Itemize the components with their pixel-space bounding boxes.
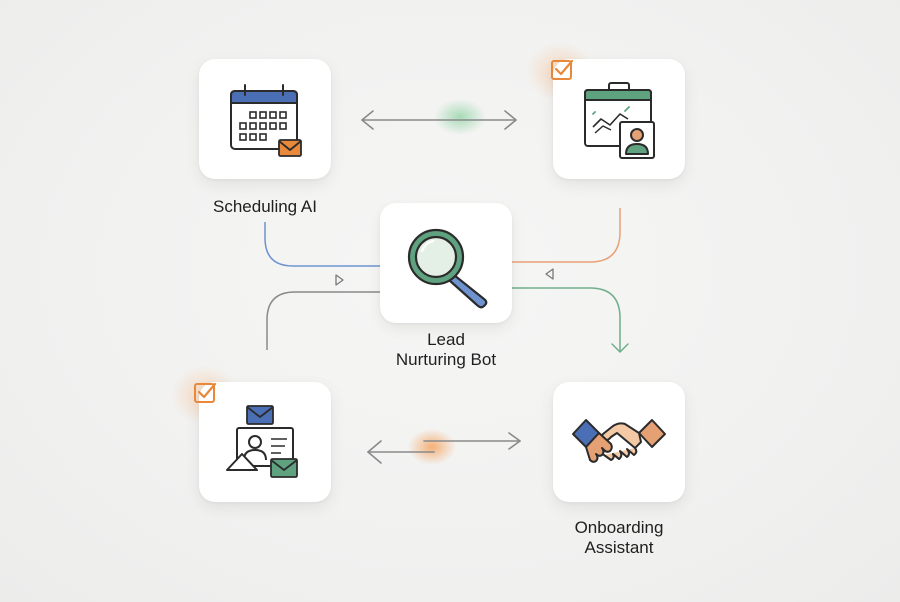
triangle-marker-right: [545, 268, 554, 280]
connector-bottomleft-to-lead: [266, 291, 380, 350]
scheduling-ai-card[interactable]: [199, 59, 331, 179]
user-card-icon: [619, 121, 655, 159]
arrowhead-down: [611, 343, 629, 353]
checkbox-check-icon: [194, 382, 217, 403]
check-badge-bottom: [193, 381, 217, 410]
onboarding-label-line2: Assistant: [584, 538, 654, 557]
checkbox-check-icon: [551, 59, 574, 80]
lead-nurturing-bot-card[interactable]: [380, 203, 512, 323]
envelope-top-icon: [246, 405, 274, 425]
top-bidirectional-arrow: [361, 110, 517, 130]
lead-nurturing-label-line2: Nurturing Bot: [395, 350, 497, 369]
handshake-icon: [572, 419, 666, 463]
connector-lead-to-onboarding: [512, 287, 621, 352]
connector-topright-to-lead: [512, 208, 621, 263]
envelope-icon: [278, 139, 302, 157]
glow-bottom-arrow: [408, 429, 456, 465]
bottom-bidirectional-arrow: [367, 432, 521, 464]
onboarding-label-line1: Onboarding: [574, 518, 664, 537]
lead-nurturing-label-line1: Lead: [427, 330, 465, 349]
scheduling-ai-label: Scheduling AI: [213, 197, 317, 216]
glow-top-arrow: [434, 99, 486, 135]
presentation-card[interactable]: [553, 59, 685, 179]
onboarding-assistant-card[interactable]: [553, 382, 685, 502]
envelope-bottom-icon: [270, 458, 298, 478]
presentation-board-icon: [584, 82, 655, 159]
contact-card-icon: [226, 405, 298, 478]
triangle-marker-left: [335, 274, 344, 286]
contact-card[interactable]: [199, 382, 331, 502]
check-badge-top: [550, 58, 574, 87]
calendar-icon: [230, 84, 302, 157]
magnifier-icon: [407, 228, 488, 309]
connector-scheduling-to-lead: [264, 222, 380, 267]
